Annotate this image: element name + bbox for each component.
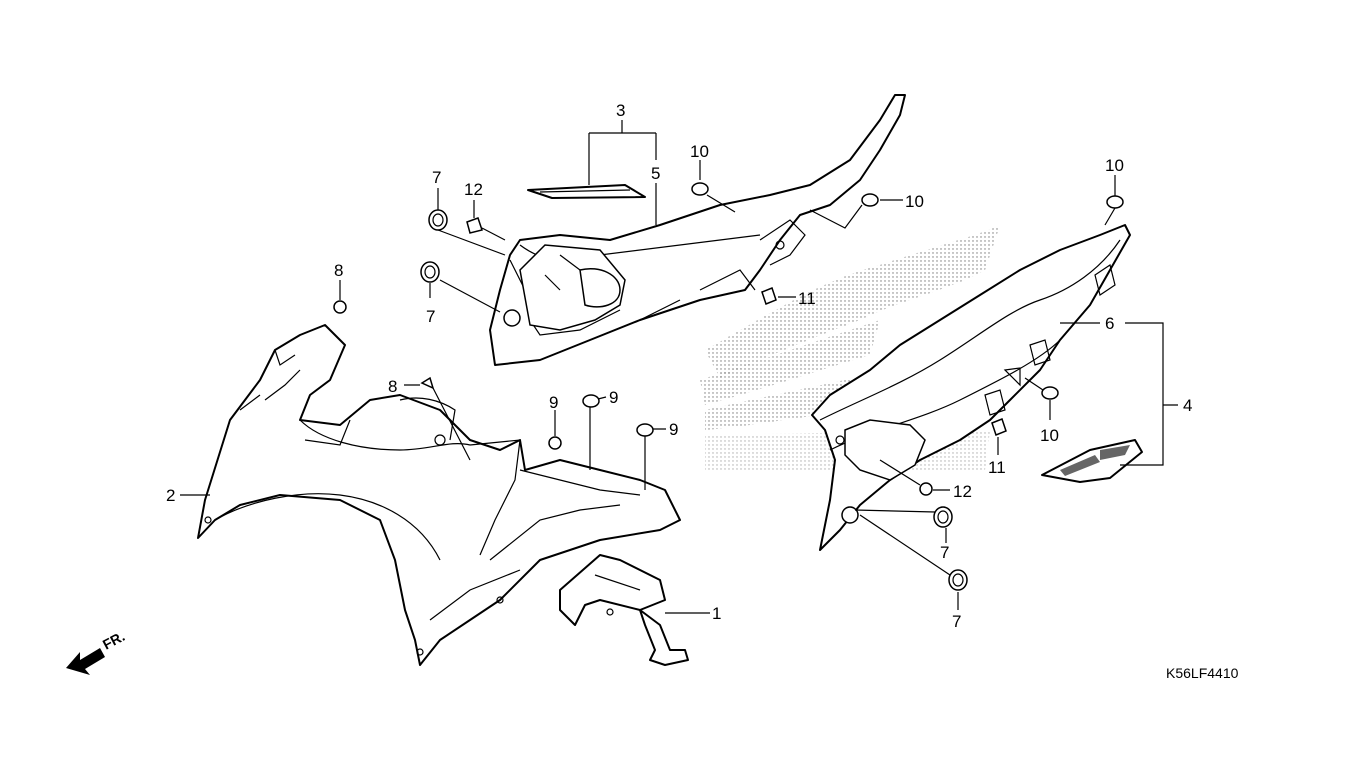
callout-7c: 7 [940, 543, 949, 562]
clip-9c[interactable] [636, 423, 654, 437]
clip-9b[interactable] [582, 394, 600, 408]
side-cover-right-part[interactable] [811, 224, 1131, 551]
callout-10d: 10 [1040, 426, 1059, 445]
clip-10a[interactable] [691, 182, 709, 196]
callout-11a: 11 [798, 289, 816, 308]
screw-8b[interactable] [420, 376, 435, 390]
bracket-part[interactable] [559, 554, 689, 666]
side-cover-left-part[interactable] [489, 94, 906, 366]
clip-10c[interactable] [1106, 195, 1124, 209]
callout-3: 3 [616, 101, 625, 120]
callout-10a: 10 [690, 142, 709, 161]
nut-11a[interactable] [761, 287, 777, 305]
callout-6: 6 [1105, 314, 1114, 333]
nut-8a[interactable] [333, 300, 347, 314]
clip-10b[interactable] [861, 193, 879, 207]
callout-4: 4 [1183, 396, 1192, 415]
callout-5: 5 [651, 164, 660, 183]
callout-9a: 9 [549, 393, 558, 412]
inner-panel-part[interactable] [197, 324, 681, 666]
grommet-7d[interactable] [948, 569, 968, 591]
callout-11b: 11 [988, 458, 1006, 477]
front-direction-arrow: FR. [66, 628, 127, 675]
grommet-7a[interactable] [428, 209, 448, 231]
fr-label: FR. [100, 628, 127, 653]
nut-9a[interactable] [548, 436, 562, 450]
callout-12a: 12 [464, 180, 483, 199]
grommet-7b[interactable] [420, 261, 440, 283]
leader-lines [180, 120, 1178, 614]
callout-10b: 10 [905, 192, 924, 211]
bolt-12b[interactable] [919, 482, 933, 496]
callout-labels: 3 5 7 12 7 10 10 11 8 8 9 9 9 2 1 10 6 4… [166, 101, 1192, 631]
callout-7d: 7 [952, 612, 961, 631]
callout-7a: 7 [432, 168, 441, 187]
callout-9b: 9 [609, 388, 618, 407]
callout-8a: 8 [334, 261, 343, 280]
clip-10d[interactable] [1041, 386, 1059, 400]
grommet-7c[interactable] [933, 506, 953, 528]
callout-8b: 8 [388, 377, 397, 396]
stripe-decal-upper[interactable] [527, 184, 646, 199]
callout-1: 1 [712, 604, 721, 623]
stripe-decal-lower[interactable] [1041, 439, 1143, 483]
callout-12b: 12 [953, 482, 972, 501]
callout-9c: 9 [669, 420, 678, 439]
bolt-12a[interactable] [466, 217, 483, 234]
nut-11b[interactable] [991, 418, 1007, 436]
diagram-code: K56LF4410 [1166, 665, 1239, 681]
callout-2: 2 [166, 486, 175, 505]
callout-10c: 10 [1105, 156, 1124, 175]
callout-7b: 7 [426, 307, 435, 326]
